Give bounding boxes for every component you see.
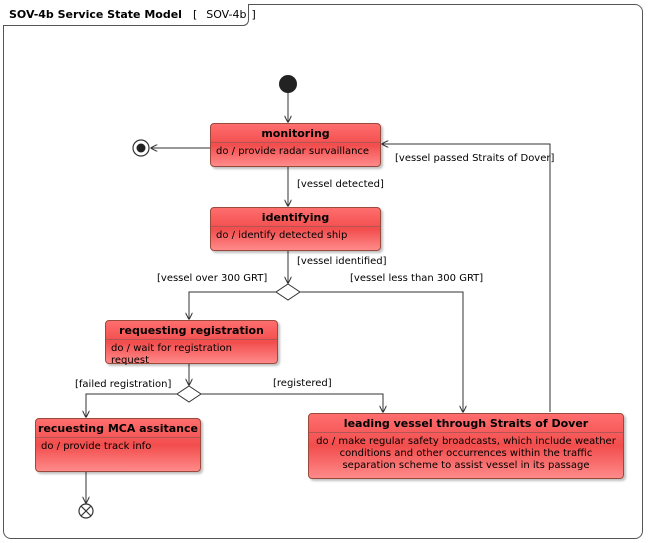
- state-name: requesting registration: [106, 321, 277, 340]
- state-name: identifying: [211, 208, 380, 227]
- activity-line: separation scheme to assist vessel in it…: [342, 460, 590, 471]
- final-node-inner: [136, 143, 146, 153]
- guard-vessel-detected: [vessel detected]: [297, 179, 384, 190]
- diagram-title: SOV-4b Service State Model: [9, 8, 182, 21]
- guard-failed-registration: [failed registration]: [75, 379, 172, 390]
- activity-line: do / make regular safety broadcasts, whi…: [316, 436, 616, 447]
- state-requesting-registration[interactable]: requesting registration do / wait for re…: [105, 320, 278, 366]
- guard-registered: [registered]: [273, 378, 332, 389]
- transition-registered: [201, 393, 383, 412]
- state-name: recuesting MCA assitance: [36, 419, 200, 438]
- state-leading-vessel[interactable]: leading vessel through Straits of Dover …: [308, 413, 624, 479]
- bracket-close: ]: [251, 8, 256, 21]
- diagram-frame: [3, 4, 643, 539]
- guard-vessel-over: [vessel over 300 GRT]: [157, 273, 268, 284]
- guard-vessel-passed: [vessel passed Straits of Dover]: [395, 153, 555, 164]
- activity-line: conditions and other occurrences within …: [339, 448, 593, 459]
- transition-failed: [86, 393, 177, 417]
- transition-over-300: [189, 291, 276, 319]
- state-identifying[interactable]: identifying do / identify detected ship: [210, 207, 381, 251]
- state-activity: do / provide radar survaillance: [216, 146, 370, 157]
- diagram-header: SOV-4b Service State Model [ SOV-4b ]: [3, 4, 256, 26]
- state-monitoring[interactable]: monitoring do / provide radar survaillan…: [210, 123, 381, 167]
- transition-passed: [382, 144, 551, 412]
- state-activity: do / wait for registration request: [111, 343, 233, 366]
- decision-node-1: [275, 283, 301, 301]
- initial-node: [279, 75, 297, 93]
- decision-node-2: [176, 385, 202, 403]
- transition-less-300: [300, 291, 463, 412]
- state-recuesting-mca-assitance[interactable]: recuesting MCA assitance do / provide tr…: [35, 418, 201, 472]
- guard-vessel-identified: [vessel identified]: [297, 256, 387, 267]
- flow-final-cross-2: [80, 505, 92, 517]
- diagram-ref-name: SOV-4b: [206, 8, 247, 21]
- state-activity: do / make regular safety broadcasts, whi…: [309, 433, 623, 475]
- state-activity: do / identify detected ship: [216, 230, 348, 241]
- state-activity: do / provide track info: [41, 441, 152, 452]
- state-name: leading vessel through Straits of Dover: [309, 414, 623, 433]
- guard-vessel-less: [vessel less than 300 GRT]: [350, 273, 484, 284]
- state-name: monitoring: [211, 124, 380, 143]
- bracket-open: [: [192, 8, 198, 21]
